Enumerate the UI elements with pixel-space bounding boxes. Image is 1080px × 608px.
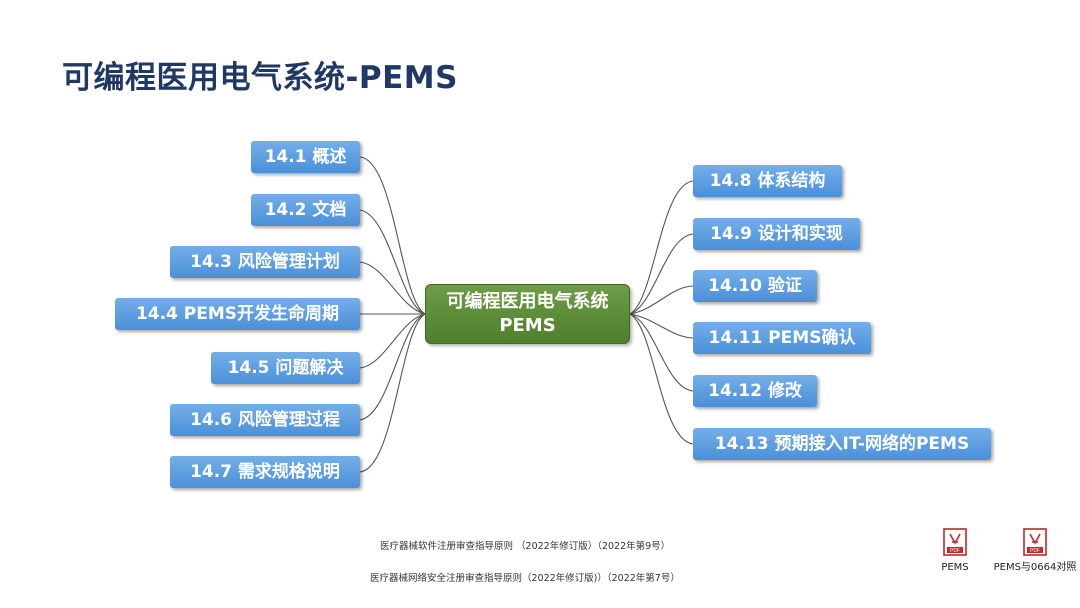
node-14-8: 14.8 体系结构 (693, 165, 842, 197)
svg-text:PDF: PDF (1030, 548, 1040, 554)
node-14-3: 14.3 风险管理计划 (170, 246, 360, 278)
attachment-label: PEMS (941, 562, 969, 573)
connector-right-2 (629, 233, 694, 315)
attachment-pems[interactable]: PDF PEMS (910, 528, 1000, 574)
svg-text:PDF: PDF (950, 548, 960, 554)
footnote-software-guideline: 医疗器械软件注册审查指导原则 （2022年修订版）（2022年第9号） (380, 541, 671, 552)
connector-left-7 (359, 313, 426, 473)
node-14-7: 14.7 需求规格说明 (170, 456, 360, 488)
center-node-line2: PEMS (499, 315, 556, 336)
node-14-12: 14.12 修改 (693, 375, 817, 407)
node-14-6: 14.6 风险管理过程 (170, 404, 360, 436)
connector-right-5 (629, 313, 694, 392)
pdf-icon: PDF (1023, 528, 1047, 556)
connector-left-1 (359, 156, 426, 315)
node-14-1: 14.1 概述 (251, 141, 360, 173)
node-14-5: 14.5 问题解决 (211, 352, 360, 384)
pdf-icon: PDF (943, 528, 967, 556)
connector-right-1 (629, 180, 694, 315)
node-14-10: 14.10 验证 (693, 270, 817, 302)
node-14-4: 14.4 PEMS开发生命周期 (115, 298, 360, 330)
connector-left-6 (359, 313, 426, 421)
node-14-2: 14.2 文档 (251, 194, 360, 226)
center-node: 可编程医用电气系统 PEMS (425, 284, 630, 344)
footnote-cybersecurity-guideline: 医疗器械网络安全注册审查指导原则（2022年修订版)）（2022年第7号） (370, 573, 680, 584)
connector-left-3 (359, 261, 426, 315)
node-14-9: 14.9 设计和实现 (693, 218, 860, 250)
attachment-label: PEMS与0664对照 (993, 562, 1077, 573)
node-14-11: 14.11 PEMS确认 (693, 322, 871, 354)
connector-left-5 (359, 313, 426, 369)
attachment-pems-0664[interactable]: PDF PEMS与0664对照 (990, 528, 1080, 574)
connector-right-3 (629, 285, 694, 315)
node-14-13: 14.13 预期接入IT-网络的PEMS (693, 428, 991, 460)
connector-left-2 (359, 209, 426, 315)
connector-right-4 (629, 313, 694, 339)
center-node-line1: 可编程医用电气系统 (446, 291, 609, 312)
connector-right-6 (629, 313, 694, 445)
page-title: 可编程医用电气系统-PEMS (62, 60, 458, 96)
